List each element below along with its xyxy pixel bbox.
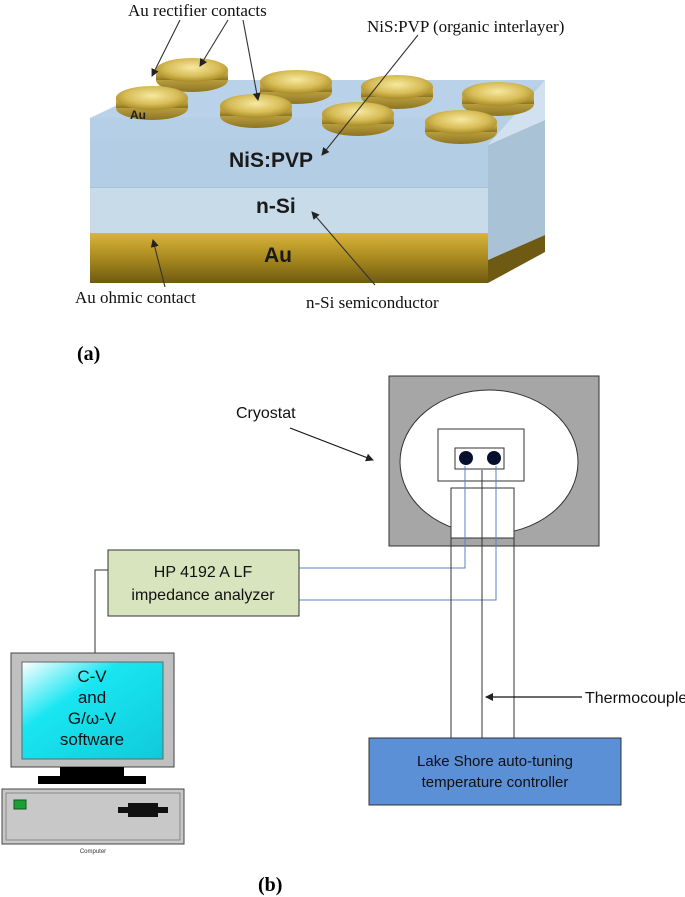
wires [94,466,515,738]
substrate-layer [90,188,488,233]
device-structure: Au NiS:PVP n-Si Au [90,58,545,283]
analyzer-label-line-2: impedance analyzer [131,587,275,604]
controller-box [368,737,622,806]
analyzer-label-line-1: HP 4192 A LF [154,564,253,581]
sample-contact-dot [459,451,473,465]
analyzer-box [107,549,300,617]
gold-dot [156,58,228,92]
computer-label: Computer [80,849,106,855]
power-led-icon [13,799,27,810]
software-label-line-4: software [60,730,124,749]
back-contact-label: Au [264,244,292,267]
monitor-neck [60,767,124,776]
panel-label-b: (b) [258,874,282,896]
software-label-line-1: C-V [77,667,107,686]
cryostat-arrow [289,427,374,462]
sample-contact-dot [487,451,501,465]
substrate-label: n-Si [256,195,296,218]
panel-label-a: (a) [77,343,100,365]
cryostat [388,375,600,547]
callout-semiconductor: n-Si semiconductor [306,293,439,312]
gold-dot [462,82,534,116]
impedance-analyzer: HP 4192 A LF impedance analyzer [107,549,300,617]
software-label-line-2: and [78,688,106,707]
dot-label: Au [130,108,146,122]
gold-dot [361,75,433,109]
gold-dot [116,86,188,120]
gold-dot [322,102,394,136]
interlayer-layer [90,140,488,188]
monitor-base [38,776,146,784]
thermocouple-label: Thermocouple [585,690,685,707]
callout-rectifier-contacts: Au rectifier contacts [128,1,267,20]
cryostat-label: Cryostat [236,405,296,422]
device-side-gold [488,235,545,283]
software-label-line-3: G/ω-V [68,709,117,728]
device-side-face [488,120,545,260]
gold-dots [116,58,534,144]
monitor-screen [21,661,164,760]
callout-organic-interlayer: NiS:PVP (organic interlayer) [367,17,564,36]
computer: C-V and G/ω-V software Computer [1,652,185,855]
controller-label-line-2: temperature controller [422,774,569,791]
callout-ohmic-contact: Au ohmic contact [75,288,196,307]
interlayer-label: NiS:PVP [229,149,313,172]
callout-arrows [150,19,419,288]
gold-dot [425,110,497,144]
controller-label-line-1: Lake Shore auto-tuning [417,753,573,770]
gold-dot [220,94,292,128]
temperature-controller: Lake Shore auto-tuning temperature contr… [368,737,622,806]
